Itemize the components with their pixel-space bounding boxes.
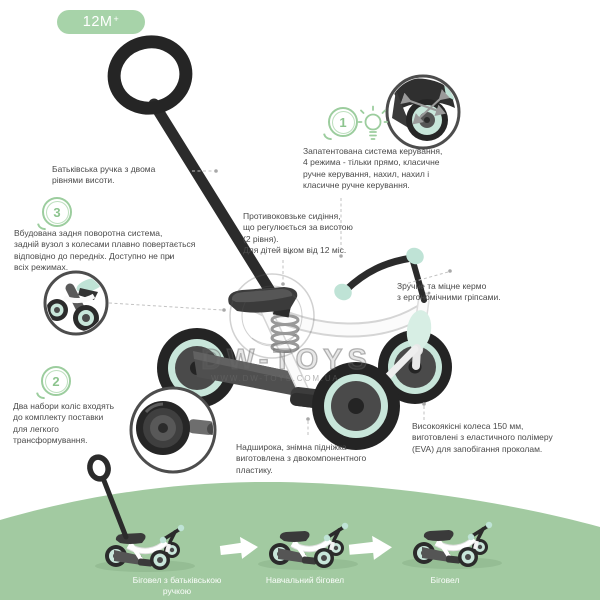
rear-swivel-inset-photo <box>43 270 109 336</box>
age-badge-label: 12M <box>82 14 113 30</box>
main-bike-illustration <box>107 35 452 450</box>
annotation-footrest: Надширока, знімна підніжка виготовлена з… <box>236 442 367 475</box>
step-circle-3: 3 <box>42 197 72 227</box>
stage-label-parent-handle: Біговел з батьківською ручкою <box>132 575 222 597</box>
step-number: 1 <box>339 114 347 130</box>
annotation-seat: Противоковзьке сидіння, що регулюється з… <box>243 211 353 256</box>
annotation-handlebar: Зручне та міцне кермо з ергономічними гр… <box>397 281 501 303</box>
lightbulb-icon <box>357 105 389 145</box>
step-circle-2: 2 <box>41 366 71 396</box>
stage-label-training: Навчальний біговел <box>265 575 345 585</box>
annotation-wheel-sets: Два набори коліс входять до комплекту по… <box>13 401 115 446</box>
step-number: 3 <box>53 204 61 220</box>
arrow-right-icon <box>219 535 392 560</box>
steering-inset-photo <box>385 74 461 150</box>
annotation-rear-swivel: Вбудована задня поворотна система, задні… <box>14 228 196 273</box>
step-circle-1: 1 <box>328 107 358 137</box>
annotation-wheels: Високоякісні колеса 150 мм, виготовлені … <box>412 421 553 454</box>
callout-lines <box>108 170 449 437</box>
annotation-steering: Запатентована система керування, 4 режим… <box>303 146 443 191</box>
step-number: 2 <box>52 373 60 389</box>
age-badge-plus: + <box>113 14 120 24</box>
stage-label-balance: Біговел <box>430 575 460 585</box>
callout-dots <box>168 169 452 421</box>
annotation-parent-handle: Батьківська ручка з двома рівнями висоти… <box>52 164 156 186</box>
wheel-inset-photo <box>129 386 217 474</box>
age-badge: 12M+ <box>57 10 145 34</box>
watermark-logo-ring <box>229 273 315 359</box>
watermark-brand: DW-TOYS <box>200 343 372 376</box>
watermark-url: www.dw-toys.com.ua <box>211 374 340 383</box>
